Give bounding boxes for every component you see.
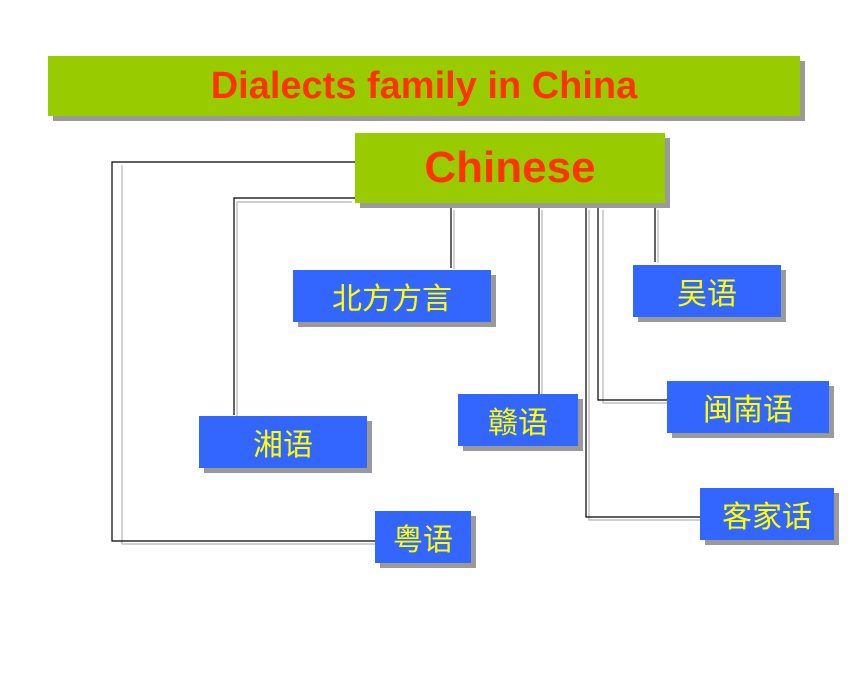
- diagram-title: Dialects family in China: [210, 64, 638, 107]
- dialect-label: 湘语: [253, 428, 313, 463]
- dialect-label: 北方方言: [332, 282, 452, 317]
- edge-kejia: [582, 199, 700, 518]
- edge-yue: [111, 158, 375, 542]
- dialect-label: 客家话: [722, 500, 812, 535]
- dialect-node-yue: 粤语: [375, 511, 471, 563]
- root-node-chinese: Chinese: [355, 133, 665, 203]
- edge-xiang: [233, 194, 365, 415]
- dialect-node-xiang: 湘语: [199, 416, 367, 468]
- dialect-label: 粤语: [393, 523, 453, 558]
- title-banner: Dialects family in China: [48, 56, 800, 116]
- dialect-label: 赣语: [488, 406, 548, 441]
- dialect-label: 闽南语: [703, 393, 793, 428]
- dialect-node-kejia: 客家话: [700, 488, 834, 540]
- dialect-node-beifang: 北方方言: [293, 270, 491, 322]
- dialect-node-wu: 吴语: [633, 265, 781, 317]
- dialect-label: 吴语: [677, 277, 737, 312]
- dialect-node-gan: 赣语: [458, 394, 578, 446]
- edge-minnan: [594, 199, 667, 401]
- dialect-node-minnan: 闽南语: [667, 381, 829, 433]
- root-node-label: Chinese: [424, 143, 596, 192]
